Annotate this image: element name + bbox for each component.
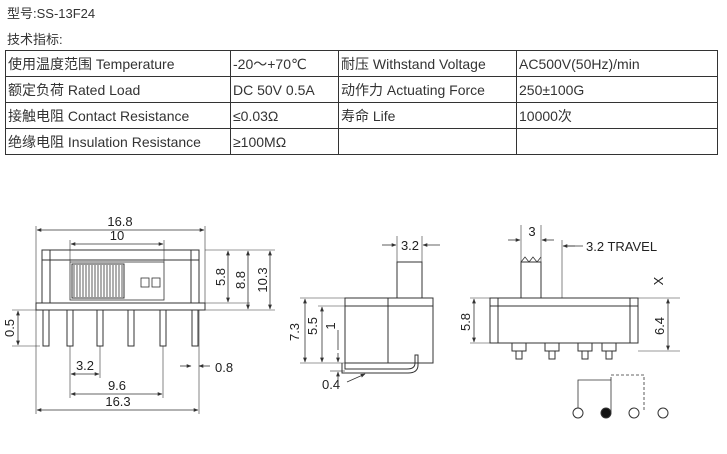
end-view-pins [511, 342, 617, 360]
table-row: 绝缘电阻 Insulation Resistance ≥100MΩ [5, 128, 718, 155]
end-view-labels: 3 3.2 TRAVEL X 5.8 6.4 [458, 224, 667, 335]
spec-cell: 耐压 Withstand Voltage [338, 50, 517, 77]
dim-label: 10 [110, 228, 124, 243]
spec-cell: DC 50V 0.5A [230, 76, 339, 103]
dim-label: 7.3 [287, 323, 302, 341]
dim-label: 3.2 TRAVEL [586, 239, 657, 254]
spec-cell [516, 128, 718, 155]
dim-label: 5.8 [213, 268, 228, 286]
dim-label: 5.8 [458, 313, 473, 331]
dim-label: 5.5 [305, 317, 320, 335]
contact-common [600, 407, 612, 419]
model-number: 型号:SS-13F24 [7, 6, 96, 21]
contact-open [628, 407, 640, 419]
dim-label: 0.4 [322, 377, 340, 392]
spec-table: 使用温度范围 Temperature -20～+70℃ 耐压 Withstand… [5, 50, 718, 155]
dim-label: 8.8 [233, 271, 248, 289]
actuator-side [396, 261, 423, 299]
dim-label: 10.3 [255, 267, 270, 292]
tech-spec-title: 技术指标: [7, 32, 63, 47]
spec-cell: 接触电阻 Contact Resistance [5, 102, 231, 129]
dim-label: 3.2 [76, 358, 94, 373]
spec-cell: ≥100MΩ [230, 128, 339, 155]
dim-label: 16.3 [105, 394, 130, 409]
front-view-labels: 16.8 10 3.2 9.6 16.3 0.8 0.5 5.8 8.8 10.… [2, 214, 270, 409]
switch-body-side [344, 297, 434, 364]
terminal-pins [42, 310, 199, 347]
actuator-slot [69, 261, 165, 301]
spec-cell: ≤0.03Ω [230, 102, 339, 129]
end-view [470, 225, 680, 419]
side-view [300, 236, 440, 383]
spec-cell: 使用温度范围 Temperature [5, 50, 231, 77]
side-view-labels: 3.2 7.3 5.5 1 0.4 [287, 238, 419, 392]
spec-cell: 额定负荷 Rated Load [5, 76, 231, 103]
spec-cell: 绝缘电阻 Insulation Resistance [5, 128, 231, 155]
bent-lead [341, 354, 419, 374]
dim-label: 3.2 [401, 238, 419, 253]
dim-label: X [651, 276, 666, 285]
contact-open [657, 407, 669, 419]
spec-cell: AC500V(50Hz)/min [516, 50, 718, 77]
dim-label: 6.4 [652, 317, 667, 335]
dim-label: 9.6 [108, 378, 126, 393]
base-plate [35, 302, 206, 311]
dim-label: 3 [528, 224, 535, 239]
spec-cell [338, 128, 517, 155]
contact-open [572, 407, 584, 419]
actuator-end [520, 261, 542, 299]
dim-label: 16.8 [107, 214, 132, 229]
contact-schematic [572, 374, 669, 419]
table-row: 额定负荷 Rated Load DC 50V 0.5A 动作力 Actuatin… [5, 76, 718, 103]
dim-label: 1 [323, 322, 338, 329]
spec-cell: 动作力 Actuating Force [338, 76, 517, 103]
switch-body-end [489, 297, 639, 344]
spec-cell: 250±100G [516, 76, 718, 103]
dim-label: 0.5 [2, 319, 17, 337]
table-row: 使用温度范围 Temperature -20～+70℃ 耐压 Withstand… [5, 50, 718, 77]
front-view [12, 226, 275, 414]
dim-label: 0.8 [215, 360, 233, 375]
